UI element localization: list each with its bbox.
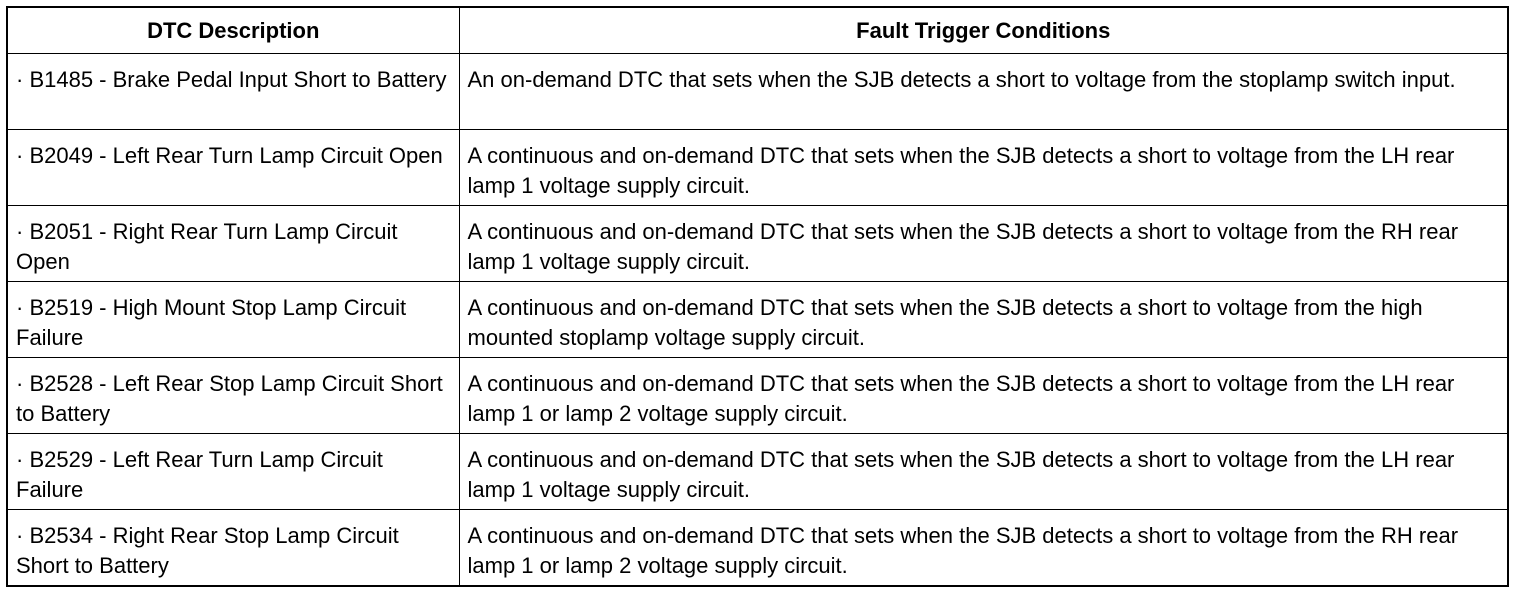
table-header: DTC Description Fault Trigger Conditions	[6, 6, 1509, 54]
header-dtc-description: DTC Description	[6, 6, 460, 54]
table-row: · B2049 - Left Rear Turn Lamp Circuit Op…	[6, 129, 1509, 206]
table-row: · B2529 - Left Rear Turn Lamp Circuit Fa…	[6, 433, 1509, 510]
dtc-description-cell: · B2519 - High Mount Stop Lamp Circuit F…	[6, 281, 460, 358]
fault-condition-cell: A continuous and on-demand DTC that sets…	[458, 205, 1509, 282]
table-body: · B1485 - Brake Pedal Input Short to Bat…	[6, 53, 1509, 586]
table-row: · B2528 - Left Rear Stop Lamp Circuit Sh…	[6, 357, 1509, 434]
fault-condition-cell: An on-demand DTC that sets when the SJB …	[458, 53, 1509, 130]
dtc-description-cell: · B1485 - Brake Pedal Input Short to Bat…	[6, 53, 460, 130]
dtc-description-cell: · B2528 - Left Rear Stop Lamp Circuit Sh…	[6, 357, 460, 434]
fault-condition-cell: A continuous and on-demand DTC that sets…	[458, 129, 1509, 206]
dtc-description-cell: · B2534 - Right Rear Stop Lamp Circuit S…	[6, 509, 460, 586]
table-row: · B2519 - High Mount Stop Lamp Circuit F…	[6, 281, 1509, 358]
dtc-description-cell: · B2051 - Right Rear Turn Lamp Circuit O…	[6, 205, 460, 282]
fault-condition-cell: A continuous and on-demand DTC that sets…	[458, 509, 1509, 586]
dtc-description-cell: · B2529 - Left Rear Turn Lamp Circuit Fa…	[6, 433, 460, 510]
header-fault-trigger-conditions: Fault Trigger Conditions	[458, 6, 1509, 54]
fault-condition-cell: A continuous and on-demand DTC that sets…	[458, 281, 1509, 358]
dtc-description-cell: · B2049 - Left Rear Turn Lamp Circuit Op…	[6, 129, 460, 206]
table-row: · B2051 - Right Rear Turn Lamp Circuit O…	[6, 205, 1509, 282]
table-row: · B2534 - Right Rear Stop Lamp Circuit S…	[6, 509, 1509, 586]
table-row: · B1485 - Brake Pedal Input Short to Bat…	[6, 53, 1509, 130]
fault-condition-cell: A continuous and on-demand DTC that sets…	[458, 433, 1509, 510]
header-row: DTC Description Fault Trigger Conditions	[6, 6, 1509, 54]
dtc-table: DTC Description Fault Trigger Conditions…	[6, 6, 1509, 587]
fault-condition-cell: A continuous and on-demand DTC that sets…	[458, 357, 1509, 434]
